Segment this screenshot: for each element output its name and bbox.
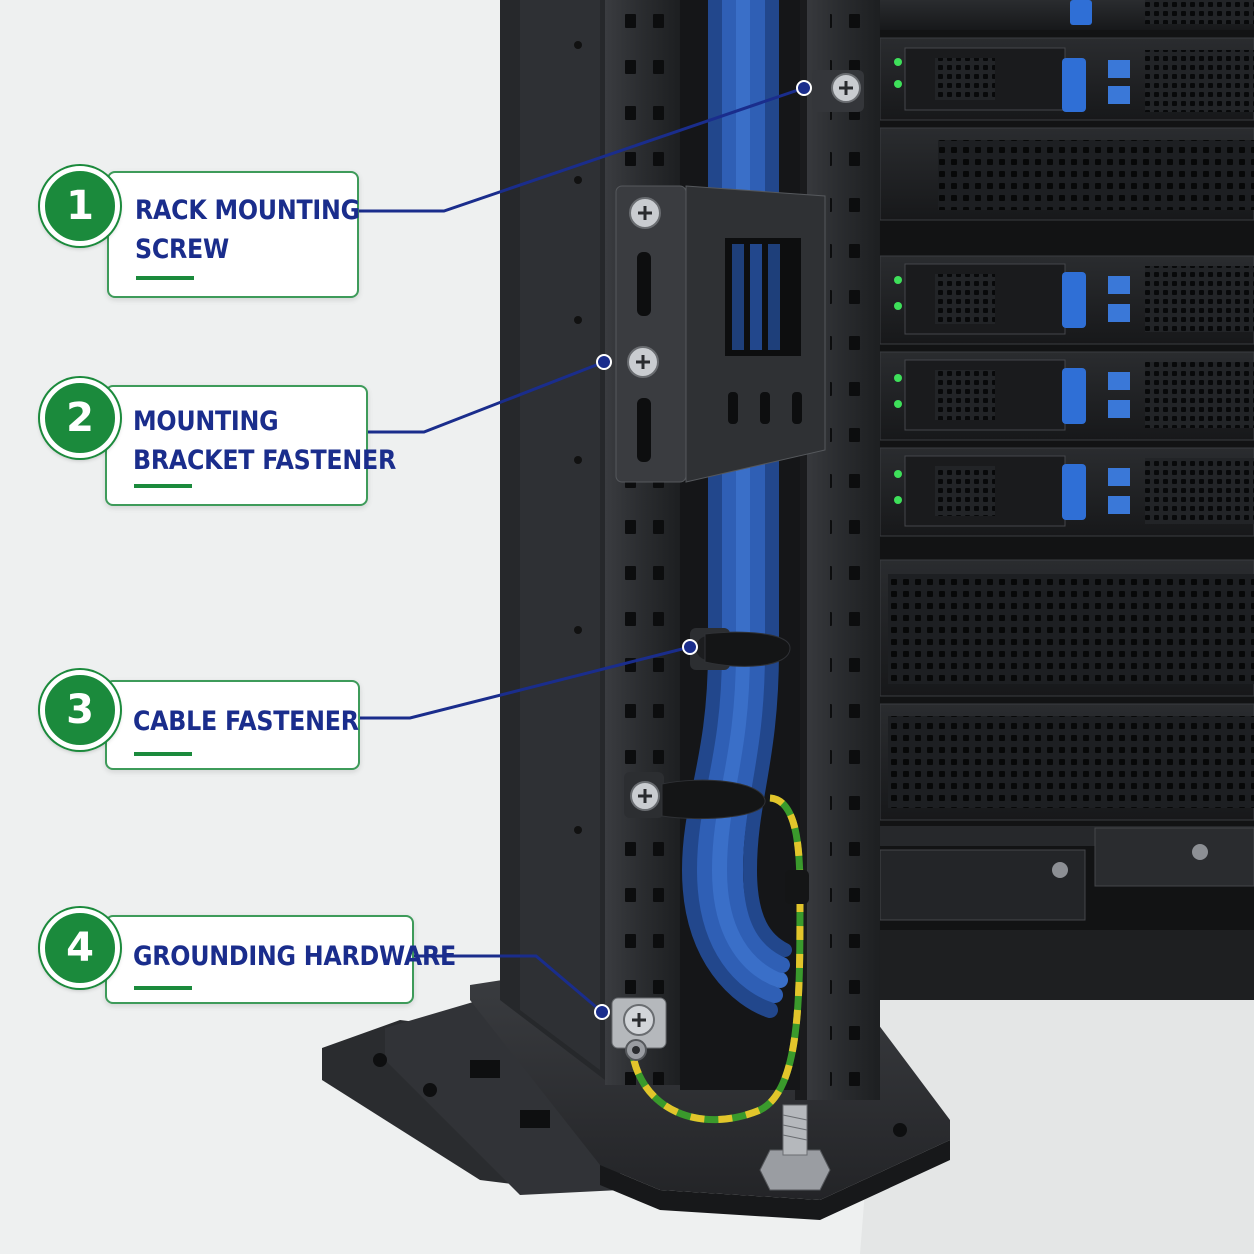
- callout-badge-1: 1: [40, 166, 120, 246]
- rack-post-rear: [795, 0, 880, 1100]
- server-stack: [860, 0, 1254, 1254]
- leader-line-2: [367, 360, 605, 434]
- leader-line-4: [413, 954, 603, 1014]
- leader-lines: [358, 86, 805, 1014]
- bracket-screw: [629, 197, 661, 229]
- grounding-hardware: [611, 997, 667, 1061]
- callout-1-line-1: RACK MOUNTING: [135, 195, 360, 226]
- server-vent-panel: [879, 127, 1254, 221]
- callout-label-2: MOUNTING BRACKET FASTENER: [105, 385, 396, 506]
- callout-1-line-2: SCREW: [135, 234, 229, 265]
- callout-badge-4: 4: [40, 908, 120, 988]
- callout-badge-3: 3: [40, 670, 120, 750]
- ground-wire: [628, 794, 804, 1124]
- callout-2-underline: [134, 484, 192, 488]
- callout-4-line-1: GROUNDING HARDWARE: [133, 941, 457, 972]
- callout-label-4: GROUNDING HARDWARE: [105, 915, 456, 1004]
- server-unit: [879, 255, 1254, 345]
- callout-1-underline: [136, 276, 194, 280]
- cable-management-bracket: [615, 185, 826, 483]
- cable-bundle: [681, 0, 792, 1018]
- mounting-bracket-fastener: [627, 346, 659, 378]
- server-unit: [879, 37, 1254, 121]
- callout-label-3: CABLE FASTENER: [105, 680, 360, 770]
- server-unit: [879, 447, 1254, 537]
- leader-line-3: [358, 645, 691, 720]
- callout-2-line-1: MOUNTING: [133, 406, 279, 437]
- callout-label-1: RACK MOUNTING SCREW: [107, 171, 360, 298]
- callout-3-underline: [134, 752, 192, 756]
- callout-badge-2: 2: [40, 378, 120, 458]
- callout-4-underline: [134, 986, 192, 990]
- leader-endpoints: [594, 80, 812, 1020]
- rack-post-front: [605, 0, 680, 1085]
- server-vent-panel: [879, 703, 1254, 821]
- server-unit: [879, 351, 1254, 441]
- rack-mounting-screw: [812, 70, 864, 112]
- server-vent-panel: [879, 559, 1254, 697]
- callout-2-line-2: BRACKET FASTENER: [133, 445, 396, 476]
- anchor-bolt: [759, 1104, 831, 1191]
- rack-rail: [879, 826, 1254, 921]
- cable-fastener: [624, 628, 809, 904]
- leader-line-1: [358, 86, 805, 213]
- rack-side-panel: [500, 0, 605, 1080]
- callout-3-line-1: CABLE FASTENER: [133, 706, 359, 737]
